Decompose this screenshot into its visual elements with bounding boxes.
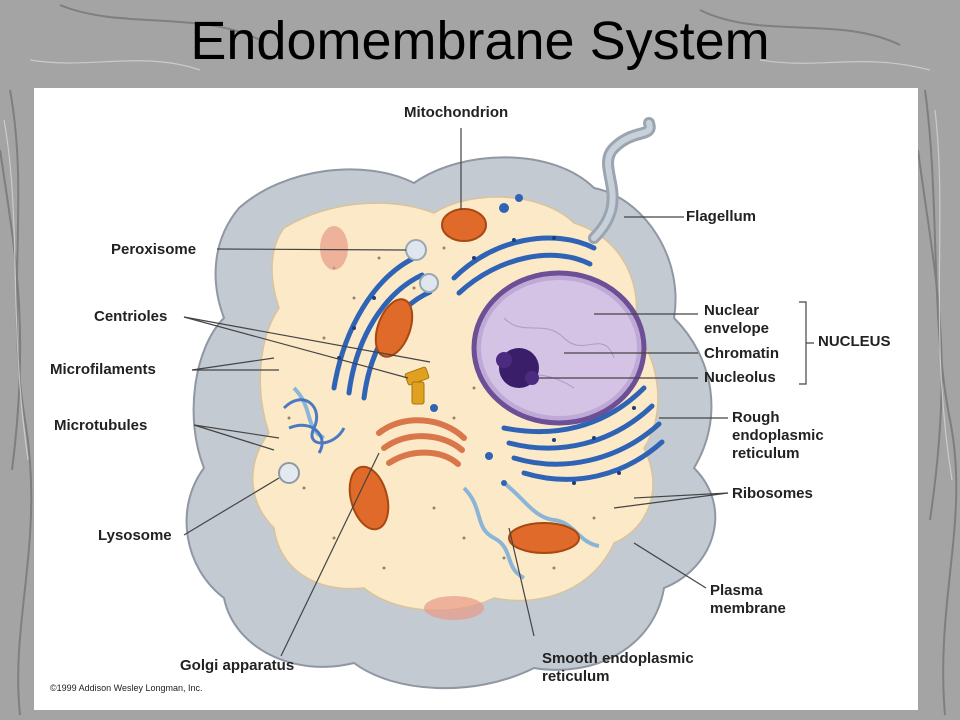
slide-title: Endomembrane System <box>190 11 770 71</box>
label-nucleolus: Nucleolus <box>704 369 776 386</box>
label-peroxisome: Peroxisome <box>111 241 197 258</box>
label-ribosomes: Ribosomes <box>732 485 813 502</box>
peroxisome-shape <box>405 239 427 261</box>
label-golgi-apparatus: Golgi apparatus <box>180 657 295 674</box>
mitochondria-shapes <box>320 208 580 620</box>
golgi-shape <box>376 417 467 467</box>
animal-cell-illustration <box>183 117 814 690</box>
label-rough-er: Rough endoplasmic reticulum <box>732 409 824 462</box>
centrioles-shape <box>404 366 430 405</box>
rough-er-shape <box>331 235 597 401</box>
label-nuclear-envelope: Nuclear envelope <box>704 302 770 337</box>
copyright-notice: ©1999 Addison Wesley Longman, Inc. <box>50 683 203 693</box>
label-microtubules: Microtubules <box>54 417 148 434</box>
diagram-panel: Mitochondrion Flagellum Peroxisome Centr… <box>34 88 918 710</box>
label-flagellum: Flagellum <box>686 208 757 225</box>
label-plasma-membrane: Plasma membrane <box>710 582 786 617</box>
label-centrioles: Centrioles <box>94 308 168 325</box>
label-chromatin: Chromatin <box>704 345 779 362</box>
label-smooth-er: Smooth endoplasmic reticulum <box>542 650 694 685</box>
label-nucleus: NUCLEUS <box>818 333 891 350</box>
label-microfilaments: Microfilaments <box>50 361 156 378</box>
label-mitochondrion: Mitochondrion <box>404 104 509 121</box>
label-lysosome: Lysosome <box>98 527 172 544</box>
leader-lines <box>183 128 814 657</box>
lysosome-shape <box>278 462 300 484</box>
